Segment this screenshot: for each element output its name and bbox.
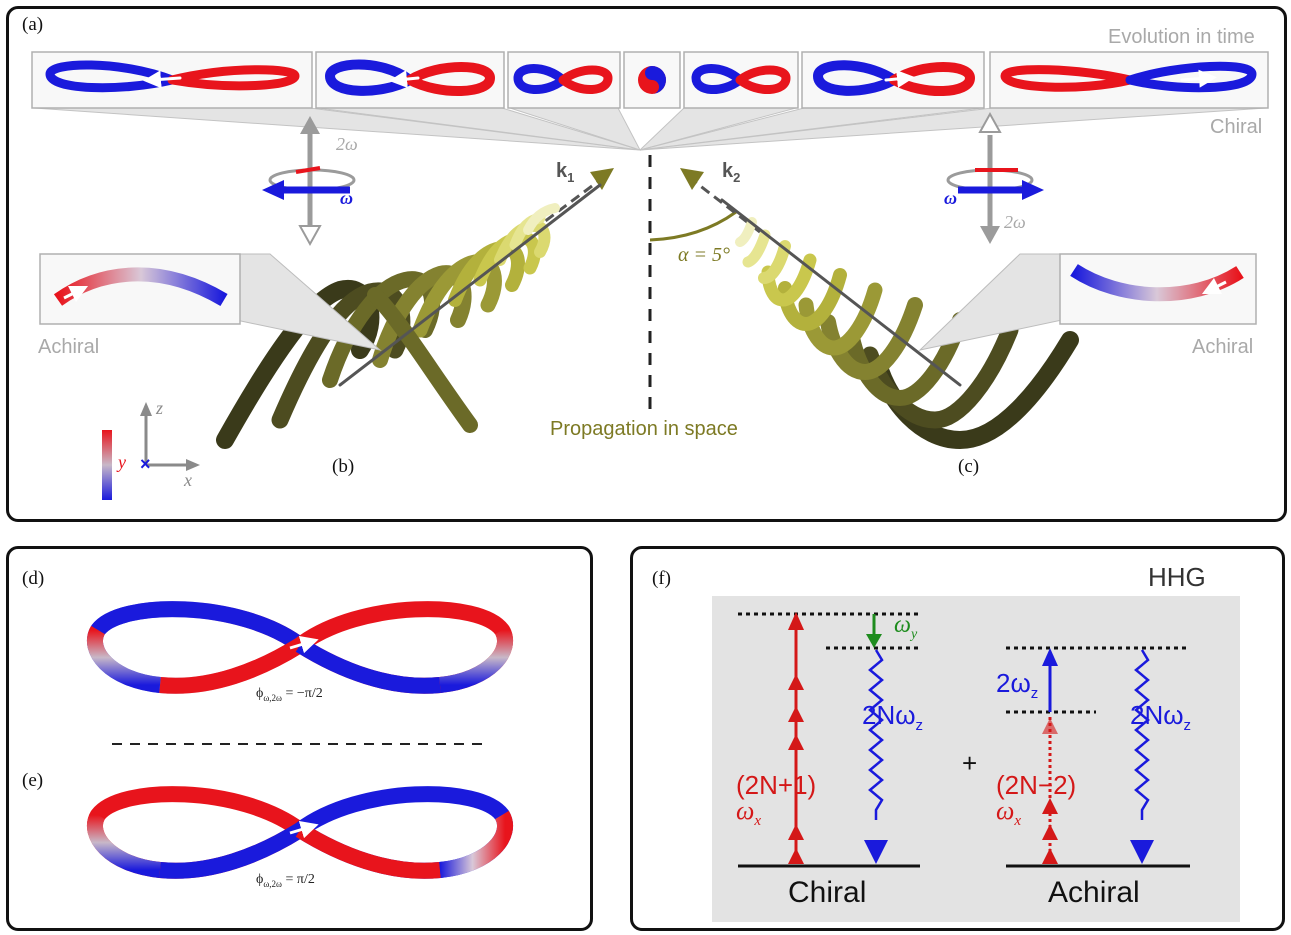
achiral-caption: Achiral bbox=[1048, 876, 1140, 909]
chiral-emission-arrow bbox=[864, 649, 888, 864]
achiral-absorption-arrows bbox=[1042, 716, 1058, 864]
achiral-absorb-label: (2N−2) ωx bbox=[996, 770, 1077, 830]
panel-de-container bbox=[6, 546, 593, 931]
svg-text:×: × bbox=[140, 454, 151, 474]
plus-sign: + bbox=[962, 748, 978, 778]
achiral-left-inset bbox=[39, 253, 382, 351]
achiral-left-label: Achiral bbox=[38, 336, 100, 358]
omega-left-label: ω bbox=[340, 188, 354, 208]
figure-eight-e bbox=[87, 786, 513, 879]
omega-right-label: ω bbox=[944, 188, 958, 208]
time-evolution-fan bbox=[33, 107, 1267, 151]
frame-6-figure-eight bbox=[812, 60, 976, 96]
chiral-emit-label: 2Nωz bbox=[862, 700, 924, 735]
achiral-two-omega-z-arrow bbox=[1042, 648, 1058, 712]
alpha-arc bbox=[649, 210, 737, 242]
chiral-absorb-label: (2N+1) ωx bbox=[736, 770, 817, 830]
frame-5-figure-eight bbox=[691, 64, 791, 95]
k2-label: k2 bbox=[722, 160, 741, 185]
chiral-label: Chiral bbox=[1210, 116, 1263, 138]
phase-d-label: ϕω,2ω = −π/2 bbox=[256, 686, 323, 703]
frame-1-figure-eight bbox=[45, 60, 300, 93]
right-helix-beam bbox=[720, 198, 1079, 450]
panel-f-container bbox=[630, 546, 1285, 931]
panel-f-label: (f) bbox=[652, 568, 671, 589]
propagation-in-space-label: Propagation in space bbox=[550, 418, 738, 440]
panel-c-label: (c) bbox=[958, 456, 980, 477]
panel-b-label: (b) bbox=[332, 456, 355, 477]
frame-7-figure-eight bbox=[1000, 61, 1257, 93]
achiral-two-omega-z-label: 2ωz bbox=[996, 668, 1039, 703]
hhg-background bbox=[712, 596, 1240, 922]
achiral-emission-arrow bbox=[1130, 649, 1154, 864]
alpha-label: α = 5° bbox=[678, 244, 730, 266]
chiral-absorption-arrows bbox=[788, 612, 804, 864]
panel-e-label: (e) bbox=[22, 770, 44, 791]
energy-levels bbox=[738, 612, 1190, 868]
left-helix-beam bbox=[216, 183, 602, 449]
achiral-emit-label: 2Nωz bbox=[1130, 700, 1192, 735]
frame-3-figure-eight bbox=[513, 64, 613, 94]
achiral-right-label: Achiral bbox=[1192, 336, 1254, 358]
two-omega-right-label: 2ω bbox=[1004, 212, 1026, 232]
chiral-omega-y-arrow bbox=[866, 614, 882, 648]
left-polarization-symbol bbox=[262, 116, 356, 247]
chiral-caption: Chiral bbox=[788, 876, 867, 909]
panel-a-label: (a) bbox=[22, 14, 44, 35]
k1-label: k1 bbox=[556, 160, 575, 185]
phase-e-label: ϕω,2ω = π/2 bbox=[256, 872, 315, 889]
frame-2-figure-eight bbox=[324, 59, 496, 97]
figure-eight-d bbox=[87, 601, 513, 694]
chiral-omega-y-label: ωy bbox=[894, 612, 918, 642]
two-omega-left-label: 2ω bbox=[336, 134, 358, 154]
axes-indicator: × bbox=[102, 402, 200, 500]
hhg-title: HHG bbox=[1148, 562, 1206, 592]
frame-4-center-dot bbox=[638, 66, 666, 94]
axis-z-label: z bbox=[156, 398, 164, 418]
axis-x-label: x bbox=[184, 470, 192, 490]
achiral-right-inset bbox=[918, 253, 1257, 351]
k2-arrow bbox=[680, 168, 761, 234]
panel-d-label: (d) bbox=[22, 568, 45, 589]
axis-y-label: y bbox=[118, 452, 126, 472]
right-polarization-symbol bbox=[946, 111, 1044, 244]
evolution-in-time-label: Evolution in time bbox=[1108, 26, 1255, 48]
